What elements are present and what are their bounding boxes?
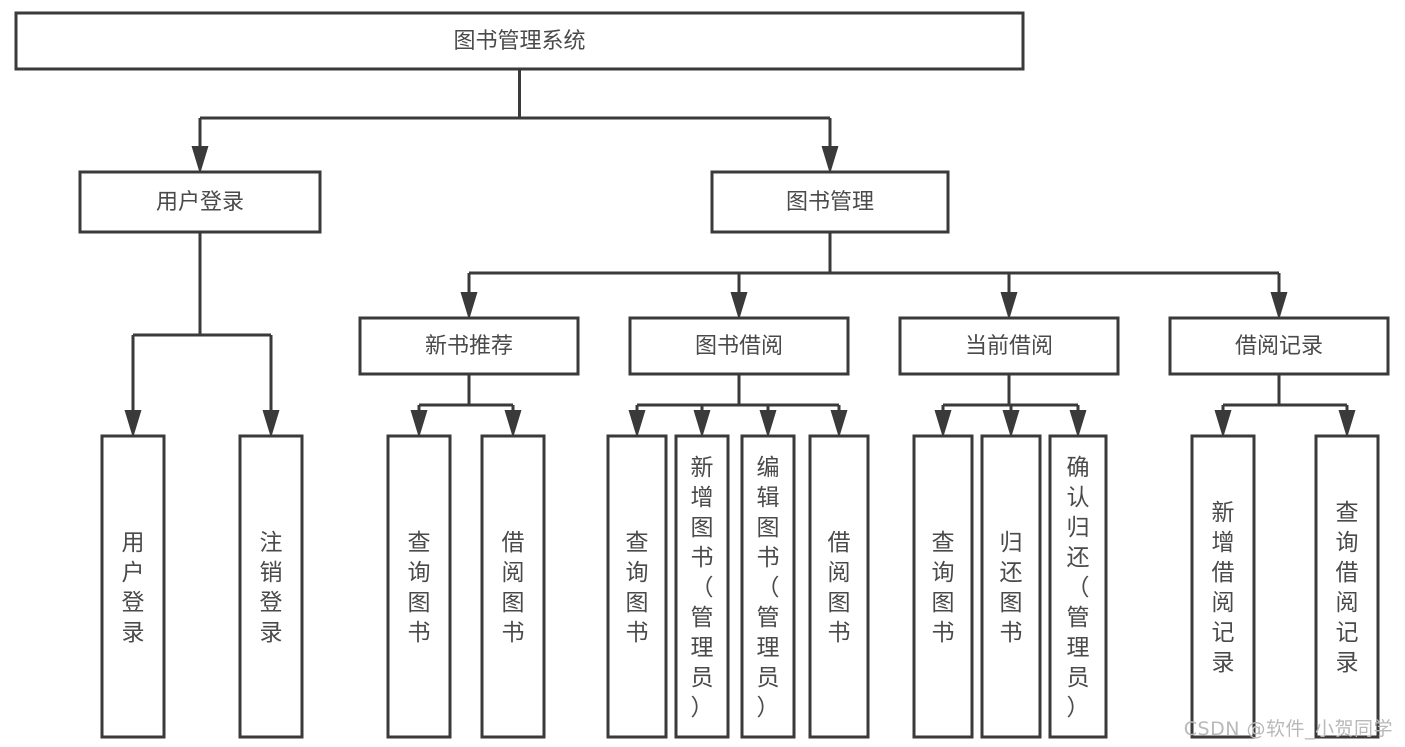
node-box [480,434,546,739]
arrow-head-icon [934,410,952,438]
arrow-head-icon [1214,410,1232,438]
arrow-head-icon [504,410,522,438]
node-box [710,170,950,234]
node-box [674,434,730,739]
arrow-head-icon [262,410,280,438]
node-box [1048,434,1108,739]
node-label: 查询图书 [408,530,431,646]
node-l3-0[interactable]: 用户登录 [100,434,166,739]
node-box [358,316,580,376]
node-l2-2[interactable]: 当前借阅 [898,316,1120,376]
arrow-head-icon [730,292,748,320]
node-box [980,434,1042,739]
node-box [912,434,974,739]
node-label: 注销登录 [260,530,283,646]
node-box [238,434,304,739]
node-box [628,316,850,376]
node-l3-1[interactable]: 注销登录 [238,434,304,739]
node-l3-4[interactable]: 查询图书 [606,434,668,739]
node-label: 用户登录 [156,190,244,215]
node-label: 借阅记录 [1235,334,1323,359]
node-label: 借阅图书 [502,530,525,646]
arrow-head-icon [628,410,646,438]
node-label: 新增借阅记录 [1212,500,1235,676]
node-label: 当前借阅 [965,334,1053,359]
node-label: 查询借阅记录 [1336,500,1359,676]
node-l1-1[interactable]: 图书管理 [710,170,950,234]
node-l3-8[interactable]: 查询图书 [912,434,974,739]
connector-layer [124,69,1356,438]
arrow-head-icon [1002,410,1020,438]
arrow-head-icon [821,146,839,174]
node-l3-9[interactable]: 归还图书 [980,434,1042,739]
node-label: 查询图书 [932,530,955,646]
node-box [1168,316,1390,376]
arrow-head-icon [1000,292,1018,320]
arrow-head-icon [1069,410,1087,438]
node-root[interactable]: 图书管理系统 [14,11,1025,71]
node-l3-12[interactable]: 查询借阅记录 [1314,434,1380,739]
node-l3-7[interactable]: 借阅图书 [808,434,870,739]
node-label: 新增图书（管理员） [691,455,714,721]
node-label: 编辑图书（管理员） [757,455,780,721]
node-label: 图书借阅 [695,334,783,359]
node-box [100,434,166,739]
node-box [78,170,322,234]
node-box [386,434,452,739]
node-layer: 图书管理系统用户登录图书管理新书推荐图书借阅当前借阅借阅记录用户登录注销登录查询… [14,11,1390,739]
node-l3-11[interactable]: 新增借阅记录 [1190,434,1256,739]
arrow-head-icon [191,146,209,174]
node-l3-5[interactable]: 新增图书（管理员） [674,434,730,739]
arrow-head-icon [1270,292,1288,320]
node-l2-0[interactable]: 新书推荐 [358,316,580,376]
node-l2-3[interactable]: 借阅记录 [1168,316,1390,376]
arrow-head-icon [124,410,142,438]
node-label: 图书管理 [786,190,874,215]
node-l3-6[interactable]: 编辑图书（管理员） [740,434,796,739]
node-box [14,11,1025,71]
node-label: 用户登录 [122,530,145,646]
node-l3-10[interactable]: 确认归还（管理员） [1048,434,1108,739]
arrow-head-icon [460,292,478,320]
node-label: 查询图书 [626,530,649,646]
node-l2-1[interactable]: 图书借阅 [628,316,850,376]
node-box [606,434,668,739]
node-l3-3[interactable]: 借阅图书 [480,434,546,739]
node-box [740,434,796,739]
node-label: 图书管理系统 [453,29,585,54]
arrow-head-icon [410,410,428,438]
arrow-head-icon [830,410,848,438]
node-box [898,316,1120,376]
node-label: 确认归还（管理员） [1067,455,1090,721]
node-label: 归还图书 [1000,530,1023,646]
node-l3-2[interactable]: 查询图书 [386,434,452,739]
node-box [1190,434,1256,739]
arrow-head-icon [759,410,777,438]
arrow-head-icon [1338,410,1356,438]
node-box [1314,434,1380,739]
arrow-head-icon [693,410,711,438]
node-box [808,434,870,739]
node-label: 新书推荐 [425,334,513,359]
node-l1-0[interactable]: 用户登录 [78,170,322,234]
node-label: 借阅图书 [828,530,851,646]
